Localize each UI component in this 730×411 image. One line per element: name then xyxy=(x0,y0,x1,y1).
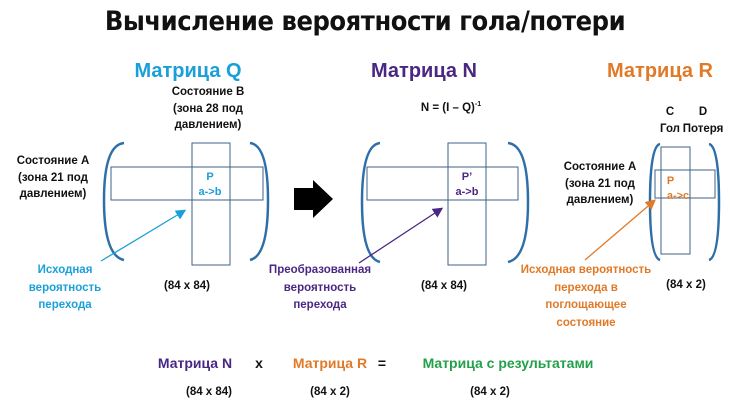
text-line: поглощающее xyxy=(545,299,627,311)
n-cell-label: P’ a->b xyxy=(456,170,479,200)
equation-result: Матрица с результатами xyxy=(422,355,594,371)
r-row-rect xyxy=(654,169,716,199)
equation-result-size: (84 x 2) xyxy=(470,386,510,398)
r-cell-label: P a->c xyxy=(667,174,689,204)
matrix-n-title: Матрица N xyxy=(371,60,477,82)
n-pointer-label: Преобразованная вероятность перехода xyxy=(269,262,371,315)
text-line: давлением) xyxy=(566,194,634,206)
text-line: P xyxy=(666,175,675,187)
equation-equals: = xyxy=(377,355,387,371)
text-line: C xyxy=(665,106,675,118)
text-line: Состояние A xyxy=(16,155,90,167)
text-line: перехода xyxy=(38,299,92,311)
n-left-bracket xyxy=(360,141,381,264)
equation-matrix-r: Матрица R xyxy=(292,355,368,371)
formula-exponent: -1 xyxy=(474,101,482,108)
r-pointer-arrow xyxy=(584,199,656,261)
q-col-rect xyxy=(191,142,231,266)
text-line: a->c xyxy=(666,190,690,202)
text-line: состояние xyxy=(556,316,616,329)
text-line: давлением) xyxy=(174,119,242,131)
matrix-q-title: Матрица Q xyxy=(134,60,242,82)
text-line: (зона 21 под xyxy=(565,177,635,190)
r-size: (84 x 2) xyxy=(666,279,706,291)
equation-times: x xyxy=(255,355,263,371)
q-pointer-arrow xyxy=(100,209,187,262)
page-title: Вычисление вероятности гола/потери xyxy=(104,6,626,37)
q-pointer-label: Исходная вероятность перехода xyxy=(29,262,101,315)
q-state-a-label: Состояние A (зона 21 под давлением) xyxy=(17,153,90,203)
text-line: вероятность xyxy=(283,281,357,294)
matrix-r-title: Матрица R xyxy=(607,60,713,82)
q-left-bracket xyxy=(102,141,125,262)
text-line: D xyxy=(698,106,708,118)
text-line: вероятность xyxy=(28,281,102,294)
n-size: (84 x 84) xyxy=(420,280,468,292)
text-line: Состояние B xyxy=(171,86,245,98)
text-line: a->b xyxy=(198,186,222,198)
text-line: P xyxy=(206,171,214,183)
text-line: перехода в xyxy=(554,281,618,294)
text-line: Исходная вероятность xyxy=(520,264,652,276)
equation-matrix-n: Матрица N xyxy=(157,355,233,371)
r-state-a-label: Состояние A (зона 21 под давлением) xyxy=(564,159,637,209)
r-column-c: C Гол xyxy=(660,104,680,137)
n-col-rect xyxy=(447,142,487,266)
text-line: Исходная xyxy=(37,264,93,276)
text-line: P’ xyxy=(461,171,473,183)
text-line: давлением) xyxy=(19,188,87,200)
n-pointer-arrow xyxy=(358,207,444,264)
text-line: Преобразованная xyxy=(268,264,372,276)
n-formula: N = (I – Q)-1 xyxy=(421,97,481,116)
r-column-d: D Потеря xyxy=(683,104,724,137)
equation-n-size: (84 x 84) xyxy=(185,386,233,398)
formula-text: N = (I – Q) xyxy=(420,101,475,114)
r-left-bracket xyxy=(648,142,661,262)
r-col-rect xyxy=(660,146,691,255)
text-line: перехода xyxy=(293,299,347,311)
text-line: Состояние A xyxy=(563,161,637,173)
q-right-bracket xyxy=(249,141,270,262)
text-line: a->b xyxy=(455,186,479,198)
n-right-bracket xyxy=(507,141,530,264)
text-line: Гол xyxy=(660,122,680,135)
text-line: (зона 28 под xyxy=(173,102,243,115)
q-size: (84 x 84) xyxy=(163,280,211,292)
transform-arrow-icon xyxy=(294,180,333,218)
equation-r-size: (84 x 2) xyxy=(310,386,350,398)
r-right-bracket xyxy=(708,142,721,262)
text-line: Потеря xyxy=(682,122,724,135)
text-line: (зона 21 под xyxy=(18,171,88,184)
q-state-b-label: Состояние B (зона 28 под давлением) xyxy=(172,84,245,134)
q-row-rect xyxy=(110,166,264,201)
r-pointer-label: Исходная вероятность перехода в поглощаю… xyxy=(521,262,652,332)
n-row-rect xyxy=(366,166,519,201)
q-cell-label: P a->b xyxy=(199,170,222,200)
